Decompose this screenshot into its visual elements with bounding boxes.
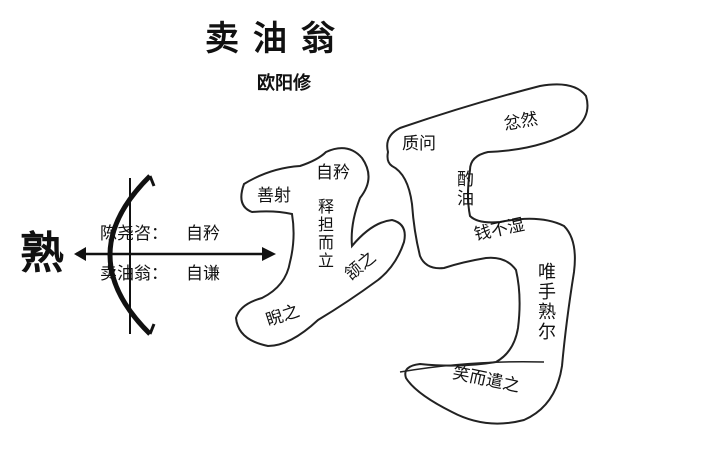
label-wei-shou-shu-er: 唯手熟尔 [535, 262, 556, 342]
author-name: 欧阳修 [257, 73, 311, 94]
label-zhuo-you: 酌油 [453, 170, 473, 208]
chen-trait-label: 自矜 [186, 224, 220, 244]
qiao-left-stroke [234, 147, 406, 348]
label-shan-she: 善射 [257, 186, 291, 206]
label-zhi-wen: 质问 [402, 134, 436, 154]
bow-bottom-tip [148, 323, 156, 335]
page-title: 卖油翁 [205, 19, 349, 59]
weng-name-label: 卖油翁： [100, 264, 168, 284]
bow-top-tip [148, 175, 156, 187]
label-shi-dan-er-li: 释担而立 [315, 198, 334, 270]
inner-curve [399, 360, 545, 373]
chen-name-label: 陈尧咨： [100, 224, 168, 244]
left-key-character: 熟 [20, 228, 64, 279]
qiao-right-stroke [386, 83, 589, 425]
arrow-tail [74, 247, 86, 261]
arrow-head [262, 247, 276, 261]
label-zi-jin: 自矜 [316, 163, 350, 183]
weng-trait-label: 自谦 [186, 264, 220, 284]
